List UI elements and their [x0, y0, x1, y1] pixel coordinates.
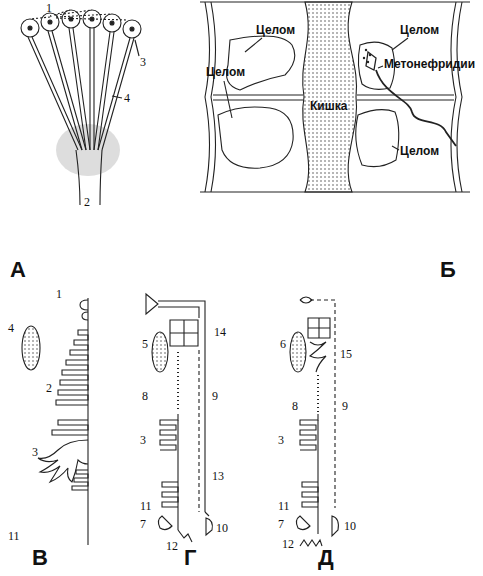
part-label: Целом: [206, 66, 245, 79]
callout-number: 9: [342, 400, 348, 413]
callout-number: 8: [292, 400, 298, 413]
callout-number: 2: [84, 196, 90, 209]
callout-number: 5: [142, 338, 148, 351]
panel-letter: Д: [318, 546, 334, 570]
callout-number: 12: [282, 538, 294, 551]
callout-number: 7: [140, 518, 146, 531]
callout-number: 9: [212, 390, 218, 403]
callout-number: 2: [46, 382, 52, 395]
callout-number: 10: [216, 522, 228, 535]
callout-number: 4: [8, 322, 14, 335]
callout-number: 8: [142, 390, 148, 403]
part-label: Кишка: [310, 100, 347, 113]
panel-letter: Г: [184, 546, 196, 570]
callout-number: 12: [166, 540, 178, 553]
callout-number: 15: [340, 348, 352, 361]
part-label: Целом: [256, 24, 295, 37]
callout-number: 11: [278, 500, 290, 513]
callout-number: 13: [212, 470, 224, 483]
callout-number: 11: [8, 530, 20, 543]
callout-number: 1: [46, 2, 52, 15]
callout-number: 3: [32, 446, 38, 459]
part-label: Целом: [400, 24, 439, 37]
callout-number: 1: [56, 288, 62, 301]
panel-letter: Б: [440, 258, 456, 282]
callout-number: 4: [124, 92, 130, 105]
part-label: Целом: [400, 145, 439, 158]
part-label: Метонефридии: [384, 58, 475, 71]
callout-number: 6: [280, 338, 286, 351]
panel-letter: А: [10, 258, 26, 282]
callout-number: 3: [140, 434, 146, 447]
callout-number: 10: [344, 520, 356, 533]
callout-number: 3: [278, 434, 284, 447]
callout-number: 14: [214, 326, 226, 339]
callout-number: 7: [278, 518, 284, 531]
panel-letter: В: [32, 546, 48, 570]
callout-number: 3: [140, 56, 146, 69]
callout-number: 11: [140, 500, 152, 513]
